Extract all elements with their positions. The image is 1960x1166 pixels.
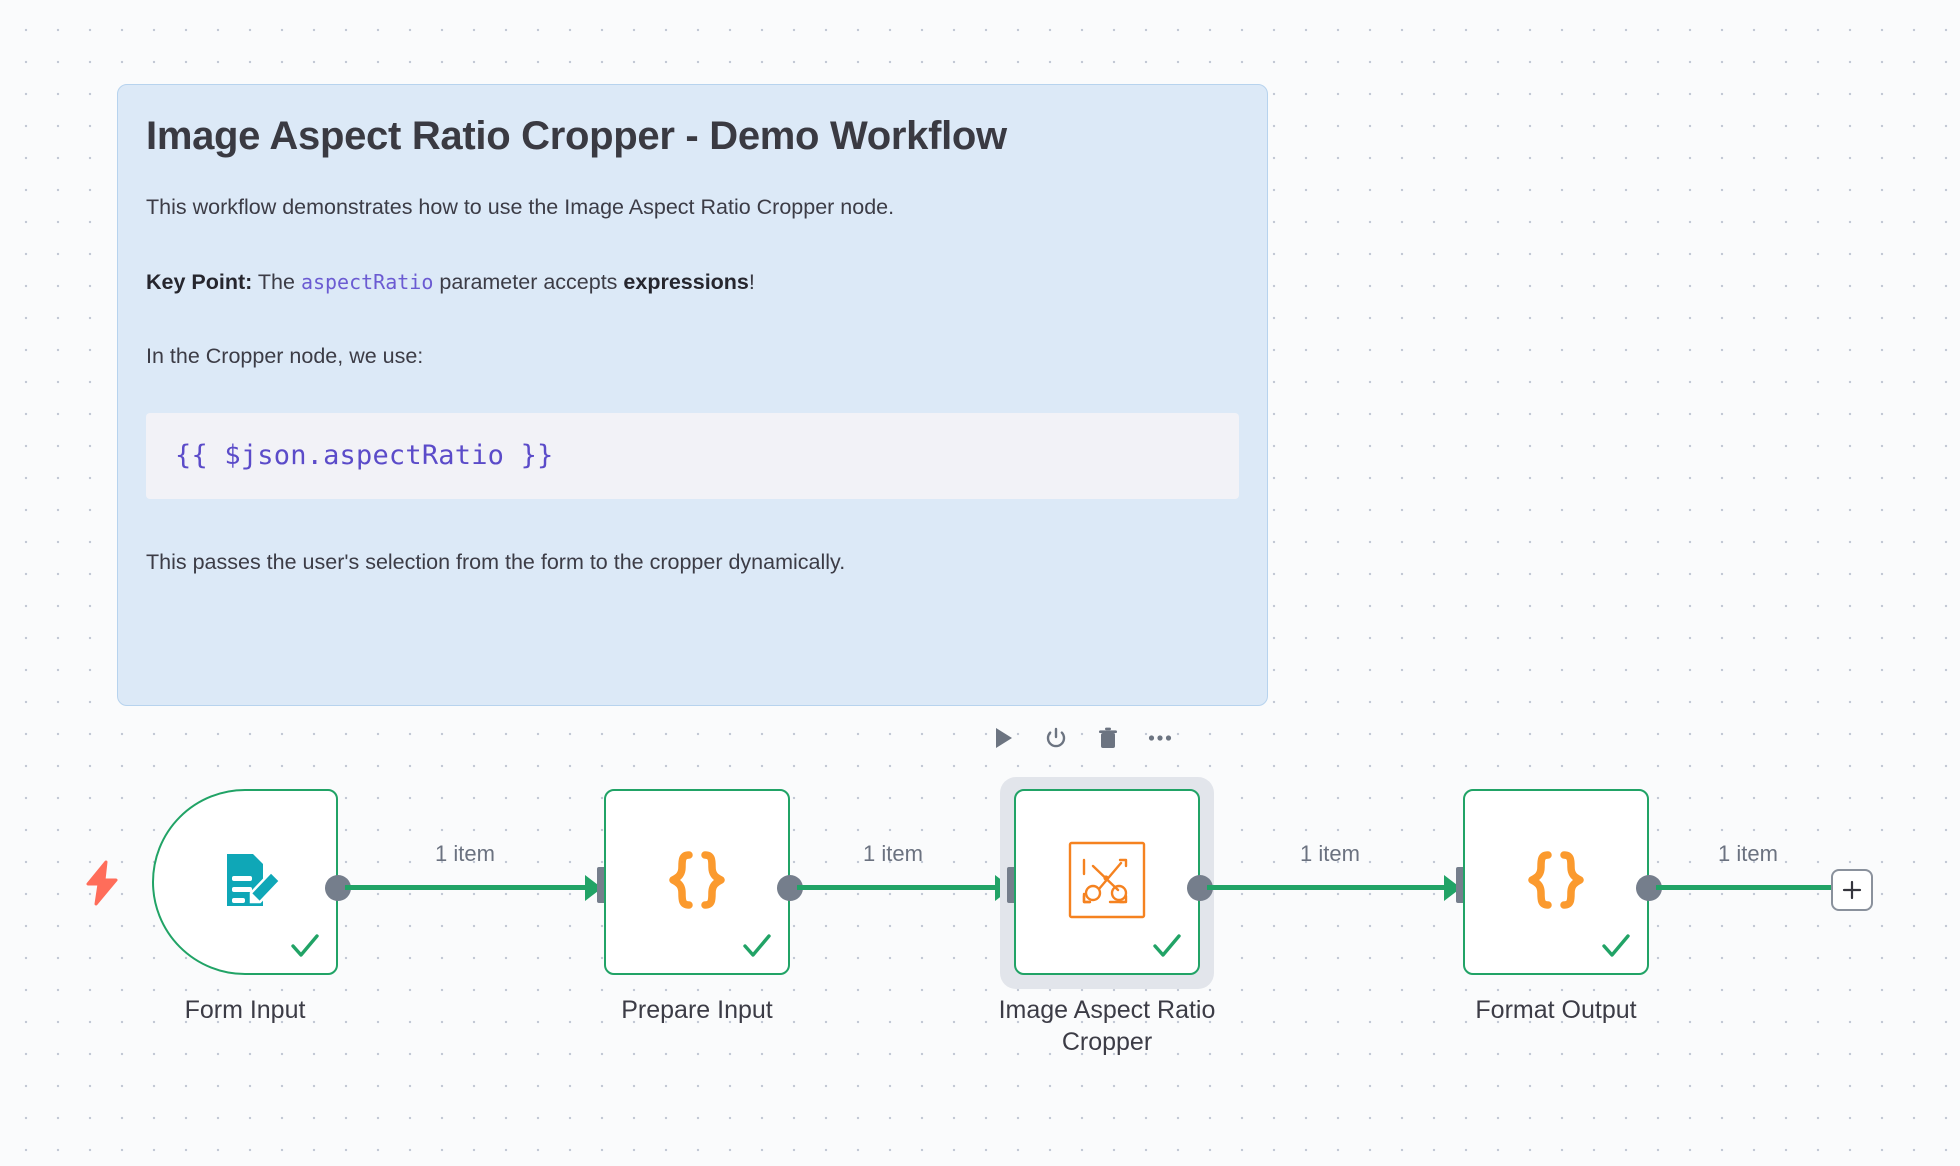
lightning-bolt-icon bbox=[82, 860, 122, 906]
node-label-prepare-input: Prepare Input bbox=[621, 996, 773, 1024]
power-icon bbox=[1044, 726, 1068, 750]
curly-braces-icon bbox=[658, 841, 736, 924]
connection-label-4: 1 item bbox=[1718, 841, 1778, 866]
code-block-text: {{ $json.aspectRatio }} bbox=[175, 440, 554, 472]
node-success-check-icon bbox=[288, 929, 322, 963]
ellipsis-icon bbox=[1148, 734, 1172, 742]
key-point-label: Key Point: bbox=[146, 270, 253, 295]
more-options-button[interactable] bbox=[1146, 724, 1174, 752]
node-label-form-input: Form Input bbox=[184, 996, 306, 1024]
add-node-button[interactable] bbox=[1831, 869, 1873, 911]
trash-icon bbox=[1097, 726, 1119, 750]
sticky-note-paragraph-1: This workflow demonstrates how to use th… bbox=[146, 195, 895, 219]
node-image-aspect-ratio-cropper[interactable] bbox=[1014, 789, 1200, 975]
node-toolbar[interactable] bbox=[990, 718, 1190, 758]
scissors-crop-icon bbox=[1067, 840, 1147, 925]
node-form-input[interactable] bbox=[152, 789, 338, 975]
connection-label-3: 1 item bbox=[1300, 841, 1360, 866]
sticky-note-title: Image Aspect Ratio Cropper - Demo Workfl… bbox=[146, 114, 1007, 158]
code-block: {{ $json.aspectRatio }} bbox=[146, 412, 1239, 499]
connection-label-2: 1 item bbox=[863, 841, 923, 866]
node-success-check-icon bbox=[740, 929, 774, 963]
sticky-note-paragraph-3: In the Cropper node, we use: bbox=[146, 343, 424, 368]
connection-line-3[interactable] bbox=[1207, 885, 1452, 890]
aspect-ratio-inline-code: aspectRatio bbox=[300, 270, 434, 295]
curly-braces-icon bbox=[1517, 841, 1595, 924]
node-prepare-input[interactable] bbox=[604, 789, 790, 975]
connection-line-1[interactable] bbox=[345, 885, 593, 890]
execute-node-button[interactable] bbox=[990, 724, 1018, 752]
connection-label-1: 1 item bbox=[435, 841, 495, 866]
plus-icon bbox=[1840, 878, 1864, 902]
sticky-note[interactable]: Image Aspect Ratio Cropper - Demo Workfl… bbox=[117, 84, 1268, 706]
delete-node-button[interactable] bbox=[1094, 724, 1122, 752]
key-point-mid-text-2: parameter accepts bbox=[433, 270, 624, 295]
key-point-emphasis: expressions bbox=[623, 270, 749, 295]
key-point-mid-text: The bbox=[252, 270, 301, 295]
form-pencil-icon bbox=[207, 842, 283, 923]
sticky-note-paragraph-4: This passes the user's selection from th… bbox=[146, 549, 846, 574]
connection-line-4[interactable] bbox=[1656, 885, 1832, 890]
play-icon bbox=[993, 726, 1015, 750]
deactivate-node-button[interactable] bbox=[1042, 724, 1070, 752]
node-label-image-aspect-ratio-cropper: Image Aspect Ratio Cropper bbox=[998, 996, 1216, 1056]
node-success-check-icon bbox=[1599, 929, 1633, 963]
sticky-note-key-point: Key Point: The aspectRatio parameter acc… bbox=[146, 266, 1239, 298]
connection-line-2[interactable] bbox=[797, 885, 1003, 890]
node-format-output[interactable] bbox=[1463, 789, 1649, 975]
key-point-suffix: ! bbox=[748, 270, 755, 295]
node-success-check-icon bbox=[1150, 929, 1184, 963]
node-label-format-output: Format Output bbox=[1475, 996, 1637, 1024]
